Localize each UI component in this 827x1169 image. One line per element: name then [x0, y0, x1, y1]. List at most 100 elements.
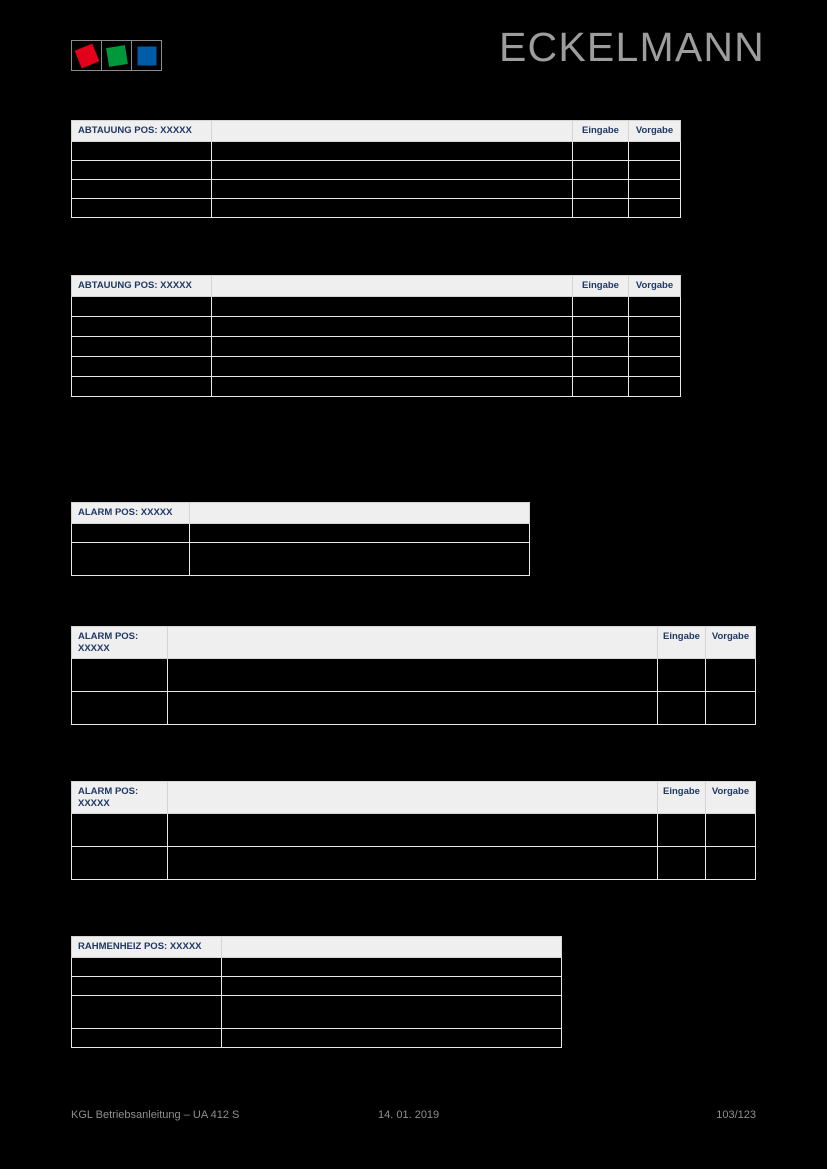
table-cell[interactable]	[71, 295, 212, 317]
table-cell[interactable]	[71, 140, 212, 161]
table-cell[interactable]	[71, 1027, 222, 1048]
table-cell[interactable]	[572, 335, 629, 357]
cell-value	[629, 317, 680, 324]
table-cell[interactable]	[71, 846, 168, 880]
red-square-icon	[74, 43, 99, 68]
cell-value	[573, 377, 628, 384]
table-cell[interactable]	[657, 813, 706, 847]
table-cell[interactable]	[572, 295, 629, 317]
table-cell[interactable]	[628, 197, 681, 218]
table-cell[interactable]	[705, 813, 756, 847]
table-cell[interactable]	[221, 1027, 562, 1048]
table-row	[71, 846, 756, 880]
column-header-eingabe: Eingabe	[657, 626, 706, 659]
table-cell[interactable]	[71, 178, 212, 199]
table-cell[interactable]	[71, 541, 190, 576]
table-cell[interactable]	[71, 197, 212, 218]
table-cell[interactable]	[572, 315, 629, 337]
table-cell[interactable]	[211, 295, 573, 317]
table-cell[interactable]	[628, 295, 681, 317]
cell-value	[168, 814, 657, 821]
table-cell[interactable]	[211, 140, 573, 161]
data-table-6: RAHMENHEIZ POS: XXXXX	[71, 936, 562, 1048]
table-cell[interactable]	[71, 691, 168, 725]
table-cell[interactable]	[628, 335, 681, 357]
cell-value	[573, 357, 628, 364]
footer-page-number: 103/123	[716, 1109, 756, 1121]
table-cell[interactable]	[167, 658, 658, 692]
cell-value	[72, 1029, 221, 1036]
cell-value	[168, 692, 657, 699]
table-row	[71, 315, 681, 337]
table-cell[interactable]	[189, 522, 530, 543]
cell-value	[212, 142, 572, 149]
table-cell[interactable]	[572, 178, 629, 199]
table-cell[interactable]	[211, 197, 573, 218]
table-cell[interactable]	[71, 956, 222, 977]
table-cell[interactable]	[211, 375, 573, 397]
table-cell[interactable]	[572, 140, 629, 161]
table-cell[interactable]	[628, 315, 681, 337]
cell-value	[573, 337, 628, 344]
table-cell[interactable]	[705, 846, 756, 880]
table-header-spacer	[167, 626, 658, 659]
cell-value	[190, 524, 529, 531]
table-cell[interactable]	[628, 355, 681, 377]
table-cell[interactable]	[211, 178, 573, 199]
table-cell[interactable]	[657, 658, 706, 692]
column-header-eingabe: Eingabe	[572, 120, 629, 142]
cell-value	[72, 692, 167, 699]
table-cell[interactable]	[628, 159, 681, 180]
table-cell[interactable]	[572, 375, 629, 397]
cell-value	[706, 847, 755, 854]
table-cell[interactable]	[221, 975, 562, 996]
table-cell[interactable]	[211, 315, 573, 337]
table-cell[interactable]	[167, 813, 658, 847]
column-header-vorgabe: Vorgabe	[705, 626, 756, 659]
table-cell[interactable]	[71, 813, 168, 847]
table-cell[interactable]	[657, 846, 706, 880]
table-cell[interactable]	[628, 375, 681, 397]
table-cell[interactable]	[211, 159, 573, 180]
table-cell[interactable]	[71, 335, 212, 357]
cell-value	[629, 337, 680, 344]
table-row	[71, 691, 756, 725]
table-cell[interactable]	[211, 355, 573, 377]
table-title-cell: RAHMENHEIZ POS: XXXXX	[71, 936, 222, 958]
table-cell[interactable]	[221, 994, 562, 1029]
table-row	[71, 355, 681, 377]
table-cell[interactable]	[71, 994, 222, 1029]
table-header-spacer	[211, 275, 573, 297]
table-cell[interactable]	[572, 197, 629, 218]
cell-value	[222, 1029, 561, 1036]
table-cell[interactable]	[705, 658, 756, 692]
table-cell[interactable]	[71, 658, 168, 692]
table-cell[interactable]	[657, 691, 706, 725]
table-cell[interactable]	[167, 846, 658, 880]
table-cell[interactable]	[71, 375, 212, 397]
table-header-spacer	[221, 936, 562, 958]
cell-value	[72, 847, 167, 854]
table-row	[71, 375, 681, 397]
table-cell[interactable]	[71, 159, 212, 180]
table-cell[interactable]	[167, 691, 658, 725]
table-cell[interactable]	[572, 355, 629, 377]
table-cell[interactable]	[628, 178, 681, 199]
table-cell[interactable]	[628, 140, 681, 161]
cell-value	[72, 524, 189, 531]
table-cell[interactable]	[211, 335, 573, 357]
table-cell[interactable]	[71, 355, 212, 377]
blue-square-icon	[137, 46, 156, 65]
table-cell[interactable]	[705, 691, 756, 725]
table-cell[interactable]	[189, 541, 530, 576]
table-cell[interactable]	[71, 522, 190, 543]
cell-value	[658, 692, 705, 699]
table-cell[interactable]	[221, 956, 562, 977]
table-cell[interactable]	[572, 159, 629, 180]
table-cell[interactable]	[71, 975, 222, 996]
table-cell[interactable]	[71, 315, 212, 337]
cell-value	[629, 161, 680, 168]
